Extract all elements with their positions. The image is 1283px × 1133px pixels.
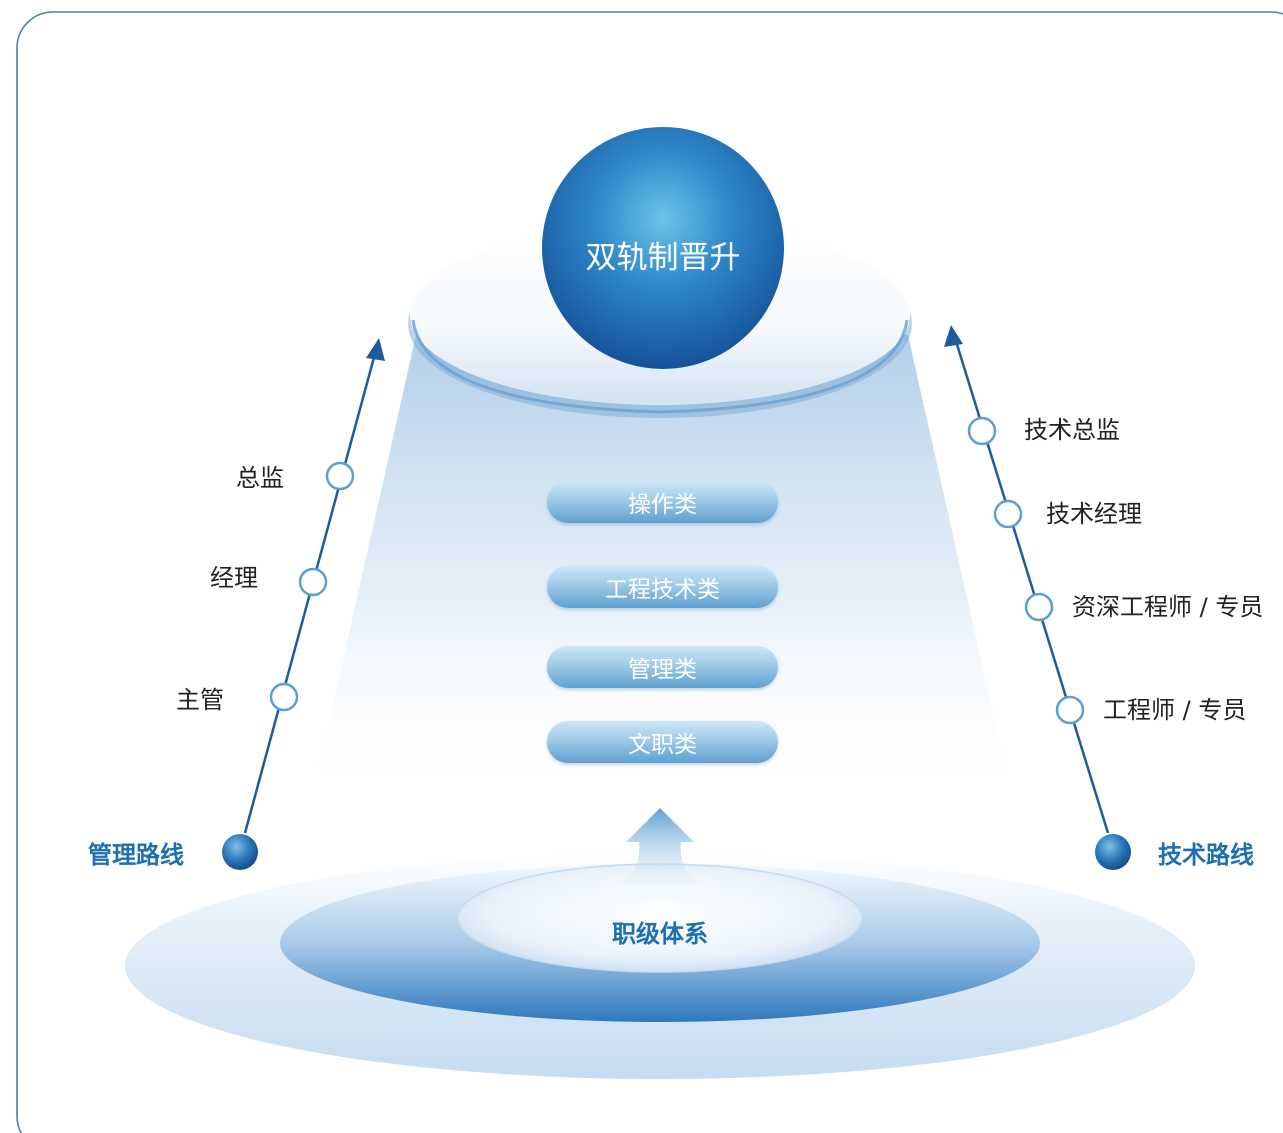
- management-start-dot: [222, 834, 258, 870]
- technical-start-dot: [1095, 834, 1131, 870]
- technical-node-2: [1024, 592, 1054, 622]
- category-pill-clerical: 文职类: [547, 721, 778, 763]
- management-level-2: 经理: [210, 564, 258, 592]
- technical-level-1: 工程师 / 专员: [1103, 696, 1247, 724]
- management-arrowhead-icon: [366, 338, 385, 361]
- technical-level-2: 资深工程师 / 专员: [1072, 593, 1264, 621]
- category-pill-operations: 操作类: [547, 481, 778, 523]
- technical-node-3: [993, 499, 1023, 529]
- base-label: 职级体系: [612, 920, 708, 948]
- center-sphere: [542, 127, 784, 369]
- technical-level-3: 技术经理: [1046, 500, 1142, 528]
- management-level-1: 主管: [176, 686, 224, 714]
- frame-border: [16, 11, 1283, 1133]
- management-track-title: 管理路线: [88, 841, 184, 869]
- technical-arrowhead-icon: [944, 325, 963, 347]
- top-disk-rim: [411, 319, 909, 414]
- technical-track-title: 技术路线: [1158, 841, 1254, 869]
- technical-level-4: 技术总监: [1024, 416, 1120, 444]
- category-pill-engineering: 工程技术类: [547, 566, 778, 608]
- management-node-3: [325, 461, 355, 491]
- technical-node-1: [1055, 695, 1085, 725]
- up-arrow-icon: [618, 808, 702, 885]
- management-level-3: 总监: [236, 464, 284, 492]
- category-pill-management: 管理类: [547, 646, 778, 688]
- center-title: 双轨制晋升: [585, 240, 741, 276]
- management-node-1: [269, 682, 299, 712]
- technical-node-4: [967, 416, 997, 446]
- management-node-2: [298, 567, 328, 597]
